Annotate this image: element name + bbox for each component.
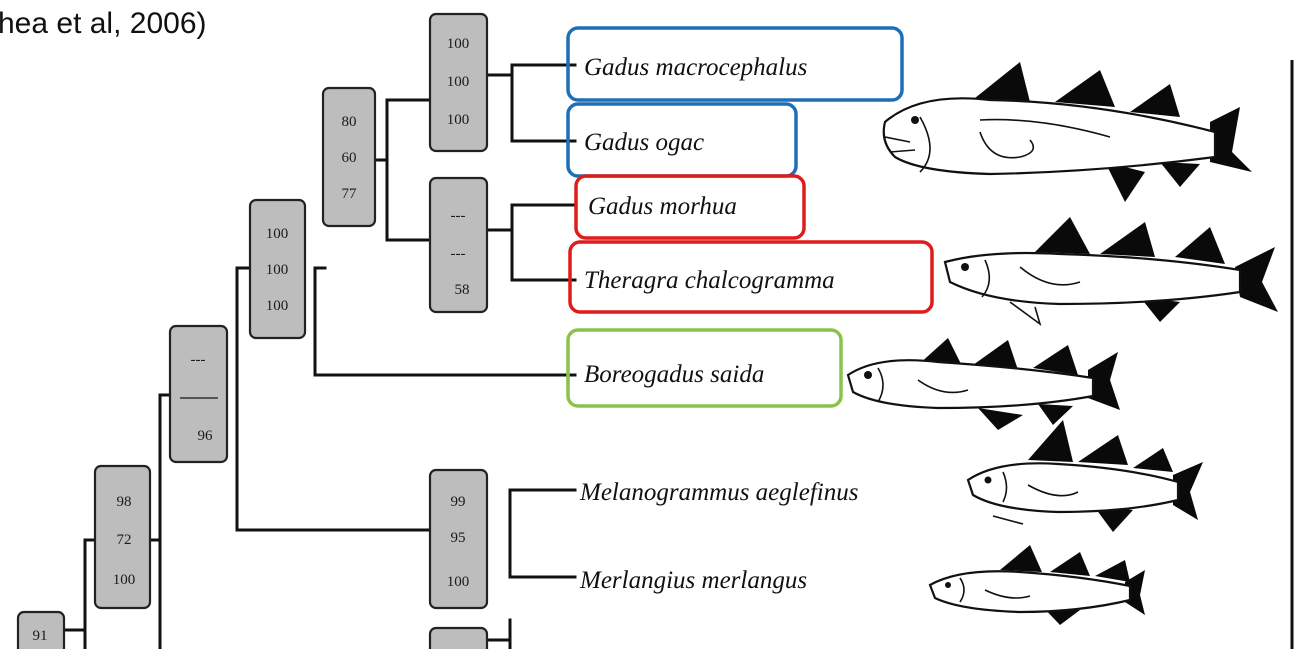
node-value: 72 [117,532,132,548]
taxon-merlangius-merlangus: Merlangius merlangus [579,567,807,594]
node-n_melano_merlang: 99 95 100 [430,470,487,608]
pollock-fish-icon [945,217,1278,324]
node-value: 100 [266,226,289,242]
node-n_gadus_clade: 80 60 77 [323,88,375,226]
node-value: 100 [266,298,289,314]
node-value: 100 [447,36,470,52]
node-n_morhua_theragra: --- --- 58 [430,178,487,312]
node-n_left: 98 72 100 [95,466,150,608]
taxon-label: Melanogrammus aeglefinus [579,479,858,506]
taxon-label: Theragra chalcogramma [584,267,835,294]
node-value: 91 [33,628,48,644]
haddock-fish-icon [968,420,1203,532]
taxon-label: Gadus ogac [584,129,704,156]
node-value: 58 [455,282,470,298]
taxon-melanogrammus-aeglefinus: Melanogrammus aeglefinus [579,479,858,506]
taxon-gadus-ogac: Gadus ogac [568,104,796,176]
cod-fish-icon [884,62,1252,202]
taxon-gadus-macrocephalus: Gadus macrocephalus [568,28,902,100]
taxon-theragra-chalcogramma: Theragra chalcogramma [570,242,932,312]
node-value: --- [191,352,206,368]
taxon-label: Merlangius merlangus [579,567,807,594]
taxon-gadus-morhua: Gadus morhua [576,176,804,238]
node-value: 100 [266,262,289,278]
node-n_boreogadus: 100 100 100 [250,200,305,338]
node-value: 100 [447,112,470,128]
taxon-label: Gadus morhua [588,193,737,220]
node-n_bottom_left: 91 [18,612,64,649]
node-n_macro_ogac: 100 100 100 [430,14,487,151]
node-value: 80 [342,114,357,130]
node-value: --- [451,246,466,262]
node-value: 99 [451,494,466,510]
node-value: --- [451,208,466,224]
node-value: 100 [447,574,470,590]
node-value: 95 [451,530,466,546]
taxon-boreogadus-saida: Boreogadus saida [568,330,841,406]
node-value: 100 [447,74,470,90]
node-value: 98 [117,494,132,510]
polar-cod-fish-icon [848,338,1120,430]
node-value: 60 [342,150,357,166]
node-n_upper: --- 96 [170,326,227,462]
node-value: 100 [113,572,136,588]
node-n_bottom_mid [430,628,487,649]
whiting-fish-icon [930,545,1145,625]
citation-caption: hea et al, 2006) [0,7,207,40]
node-value: 77 [342,186,358,202]
taxon-label: Boreogadus saida [584,361,764,388]
taxon-label: Gadus macrocephalus [584,54,807,81]
node-value: 96 [198,428,214,444]
